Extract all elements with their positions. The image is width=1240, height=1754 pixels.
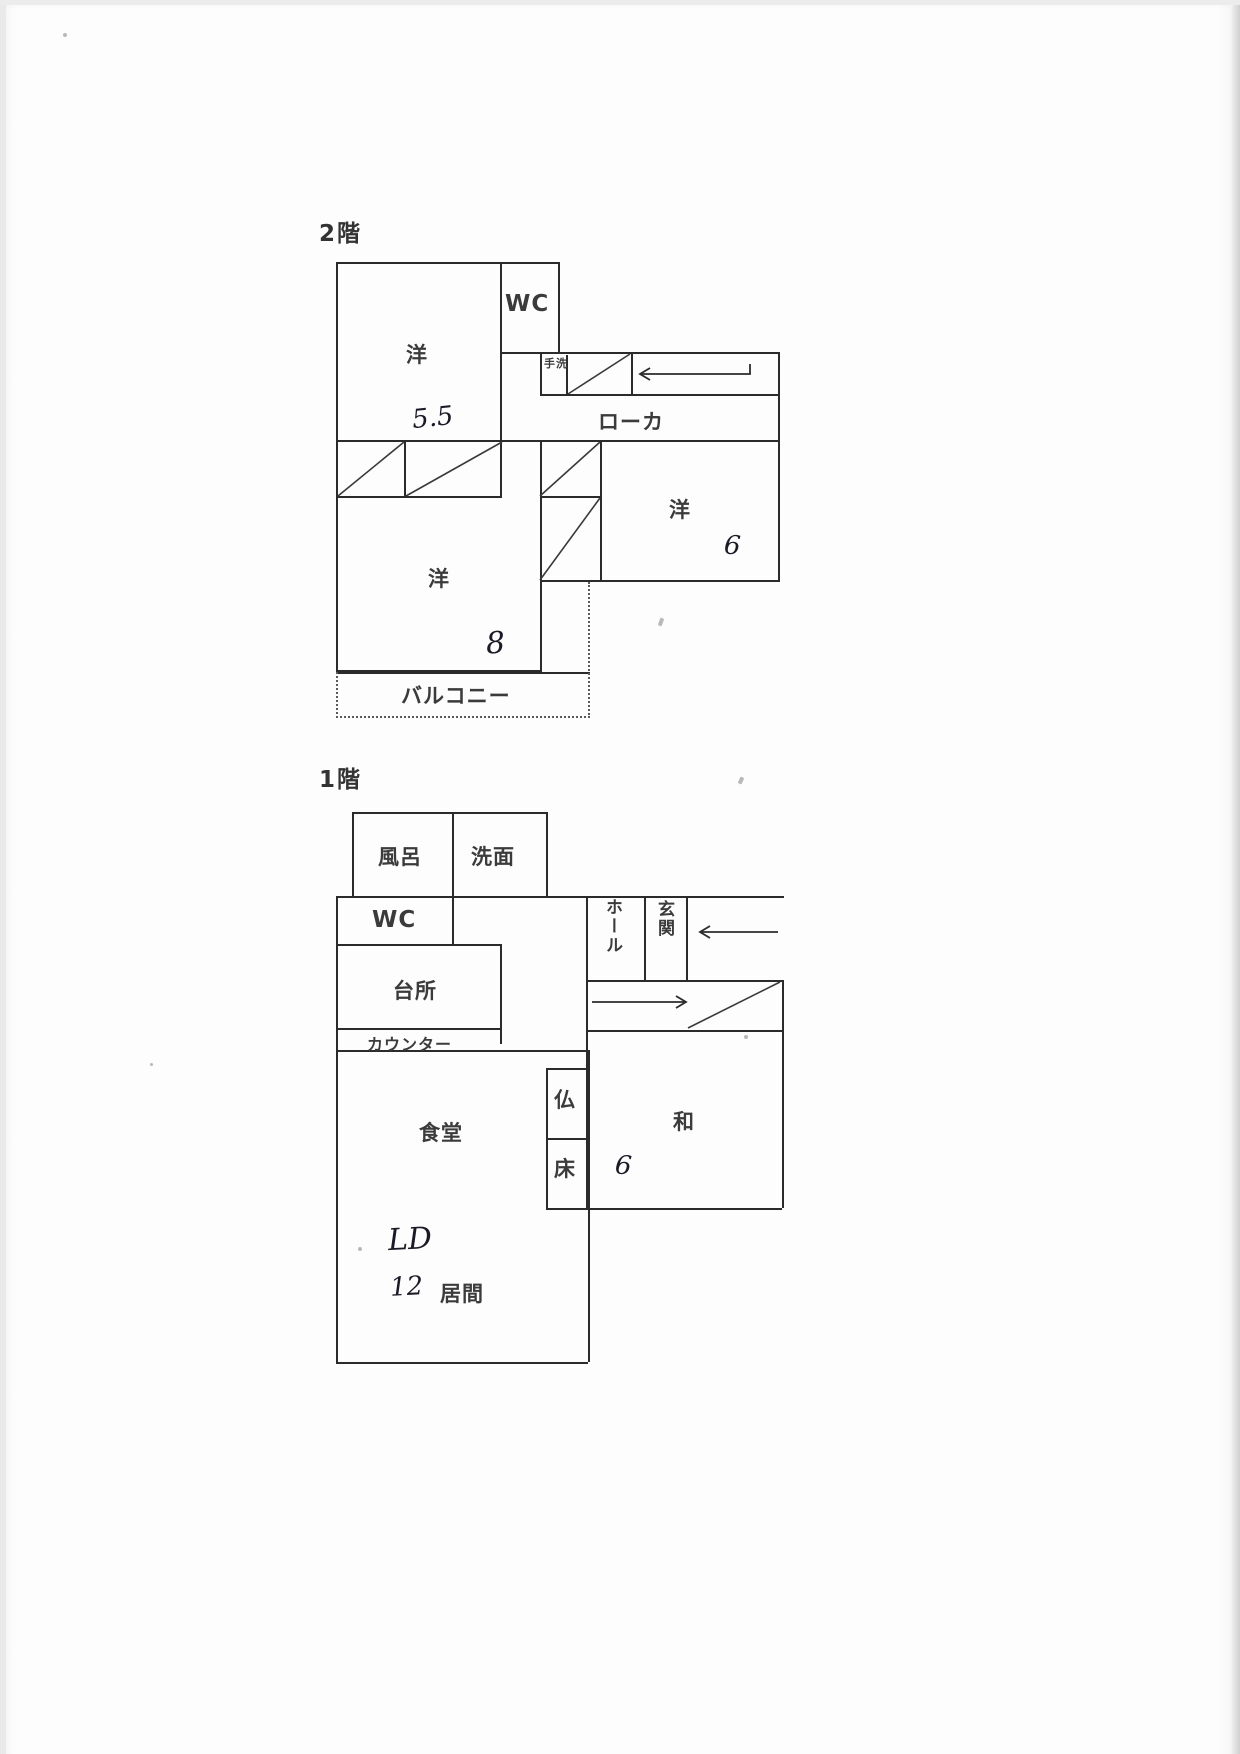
wall (546, 812, 548, 898)
wall (540, 394, 780, 396)
wall (586, 1208, 782, 1210)
room-label-daidokoro: 台所 (393, 979, 437, 1003)
scan-edge-top (0, 0, 1240, 5)
wall (452, 896, 454, 944)
wall (600, 580, 780, 582)
wall (336, 670, 542, 672)
wall (546, 1068, 586, 1070)
floor-title-2f: 2階 (319, 221, 363, 247)
entrance-arrow-icon (698, 925, 778, 939)
room-label-hall: ホール (602, 898, 622, 955)
floor-title-1f: 1階 (319, 767, 363, 793)
scan-speck (150, 1063, 153, 1066)
wall (336, 896, 338, 1362)
wall (404, 440, 406, 496)
wall (782, 980, 784, 1208)
wall (778, 352, 780, 582)
wall (336, 672, 590, 674)
balcony-dashed-edge (588, 582, 590, 718)
wall (586, 980, 588, 1208)
wall (336, 440, 780, 442)
wall (336, 896, 784, 898)
stair-hatch (687, 981, 781, 1029)
wall (336, 944, 502, 946)
room-label-yoshitsu-right: 洋 (669, 498, 691, 522)
scan-edge-right (1230, 0, 1240, 1754)
wall (336, 440, 338, 670)
direction-arrow-icon (638, 364, 751, 381)
wall (352, 812, 354, 898)
room-label-shokudo: 食堂 (419, 1121, 463, 1145)
room-label-genkan: 玄関 (654, 900, 674, 938)
scan-speck (358, 1247, 362, 1251)
room-label-yoshitsu-lower-left: 洋 (428, 567, 450, 591)
wall (500, 262, 560, 264)
room-label-furo: 風呂 (378, 845, 422, 869)
wall (566, 355, 568, 396)
room-label-butsu: 仏 (554, 1088, 576, 1112)
wall (336, 262, 338, 444)
room-label-wc-2f: WC (505, 291, 550, 317)
wall (336, 1028, 500, 1030)
balcony-dashed-edge (336, 716, 590, 718)
handwritten-ld-mark: LD (387, 1220, 433, 1259)
wall (452, 812, 454, 898)
balcony-dashed-edge (336, 672, 338, 718)
room-label-counter: カウンター (367, 1035, 453, 1054)
wall (540, 352, 780, 354)
room-label-balcony: バルコニー (401, 684, 511, 708)
wall (500, 352, 560, 354)
handwritten-size-yoshitsu-right: 6 (722, 530, 742, 562)
scan-speck (63, 33, 67, 37)
wall (644, 896, 646, 980)
wall (352, 812, 548, 814)
wall (546, 1138, 586, 1140)
wall (546, 1208, 586, 1210)
room-label-yoshitsu-upper-left: 洋 (406, 343, 428, 367)
stair-hatch (567, 353, 631, 395)
wall (500, 440, 502, 496)
handwritten-size-washitsu: 6 (613, 1150, 633, 1182)
wall (588, 1050, 590, 1362)
wall (600, 440, 602, 582)
wall (540, 496, 600, 498)
room-label-toko: 床 (554, 1157, 576, 1181)
wall (336, 496, 502, 498)
wall (586, 980, 782, 982)
wall (586, 1030, 782, 1032)
wall (500, 1050, 588, 1052)
wall (686, 896, 688, 980)
room-label-washitsu: 和 (673, 1110, 695, 1134)
scan-speck (744, 1035, 748, 1039)
wall (631, 352, 633, 396)
scan-edge-left (0, 0, 6, 1754)
room-label-tearai: 手洗 (544, 357, 568, 370)
room-label-ima: 居間 (440, 1282, 484, 1306)
interior-arrow-icon (592, 995, 688, 1009)
handwritten-size-yoshitsu-upper-left: 5.5 (410, 400, 455, 436)
wall (586, 896, 588, 980)
handwritten-size-ima: 12 (389, 1271, 424, 1303)
room-label-wc-1f: WC (372, 907, 417, 933)
wall (500, 944, 502, 1044)
wall (336, 262, 502, 264)
stair-hatch (337, 441, 601, 581)
wall (558, 262, 560, 354)
wall (540, 352, 542, 396)
room-label-roka: ローカ (598, 410, 664, 434)
wall (540, 440, 542, 670)
room-label-senmen: 洗面 (471, 845, 515, 869)
handwritten-size-yoshitsu-lower-left: 8 (484, 625, 507, 662)
wall (336, 1050, 500, 1052)
wall (540, 580, 600, 582)
wall (336, 1362, 588, 1364)
